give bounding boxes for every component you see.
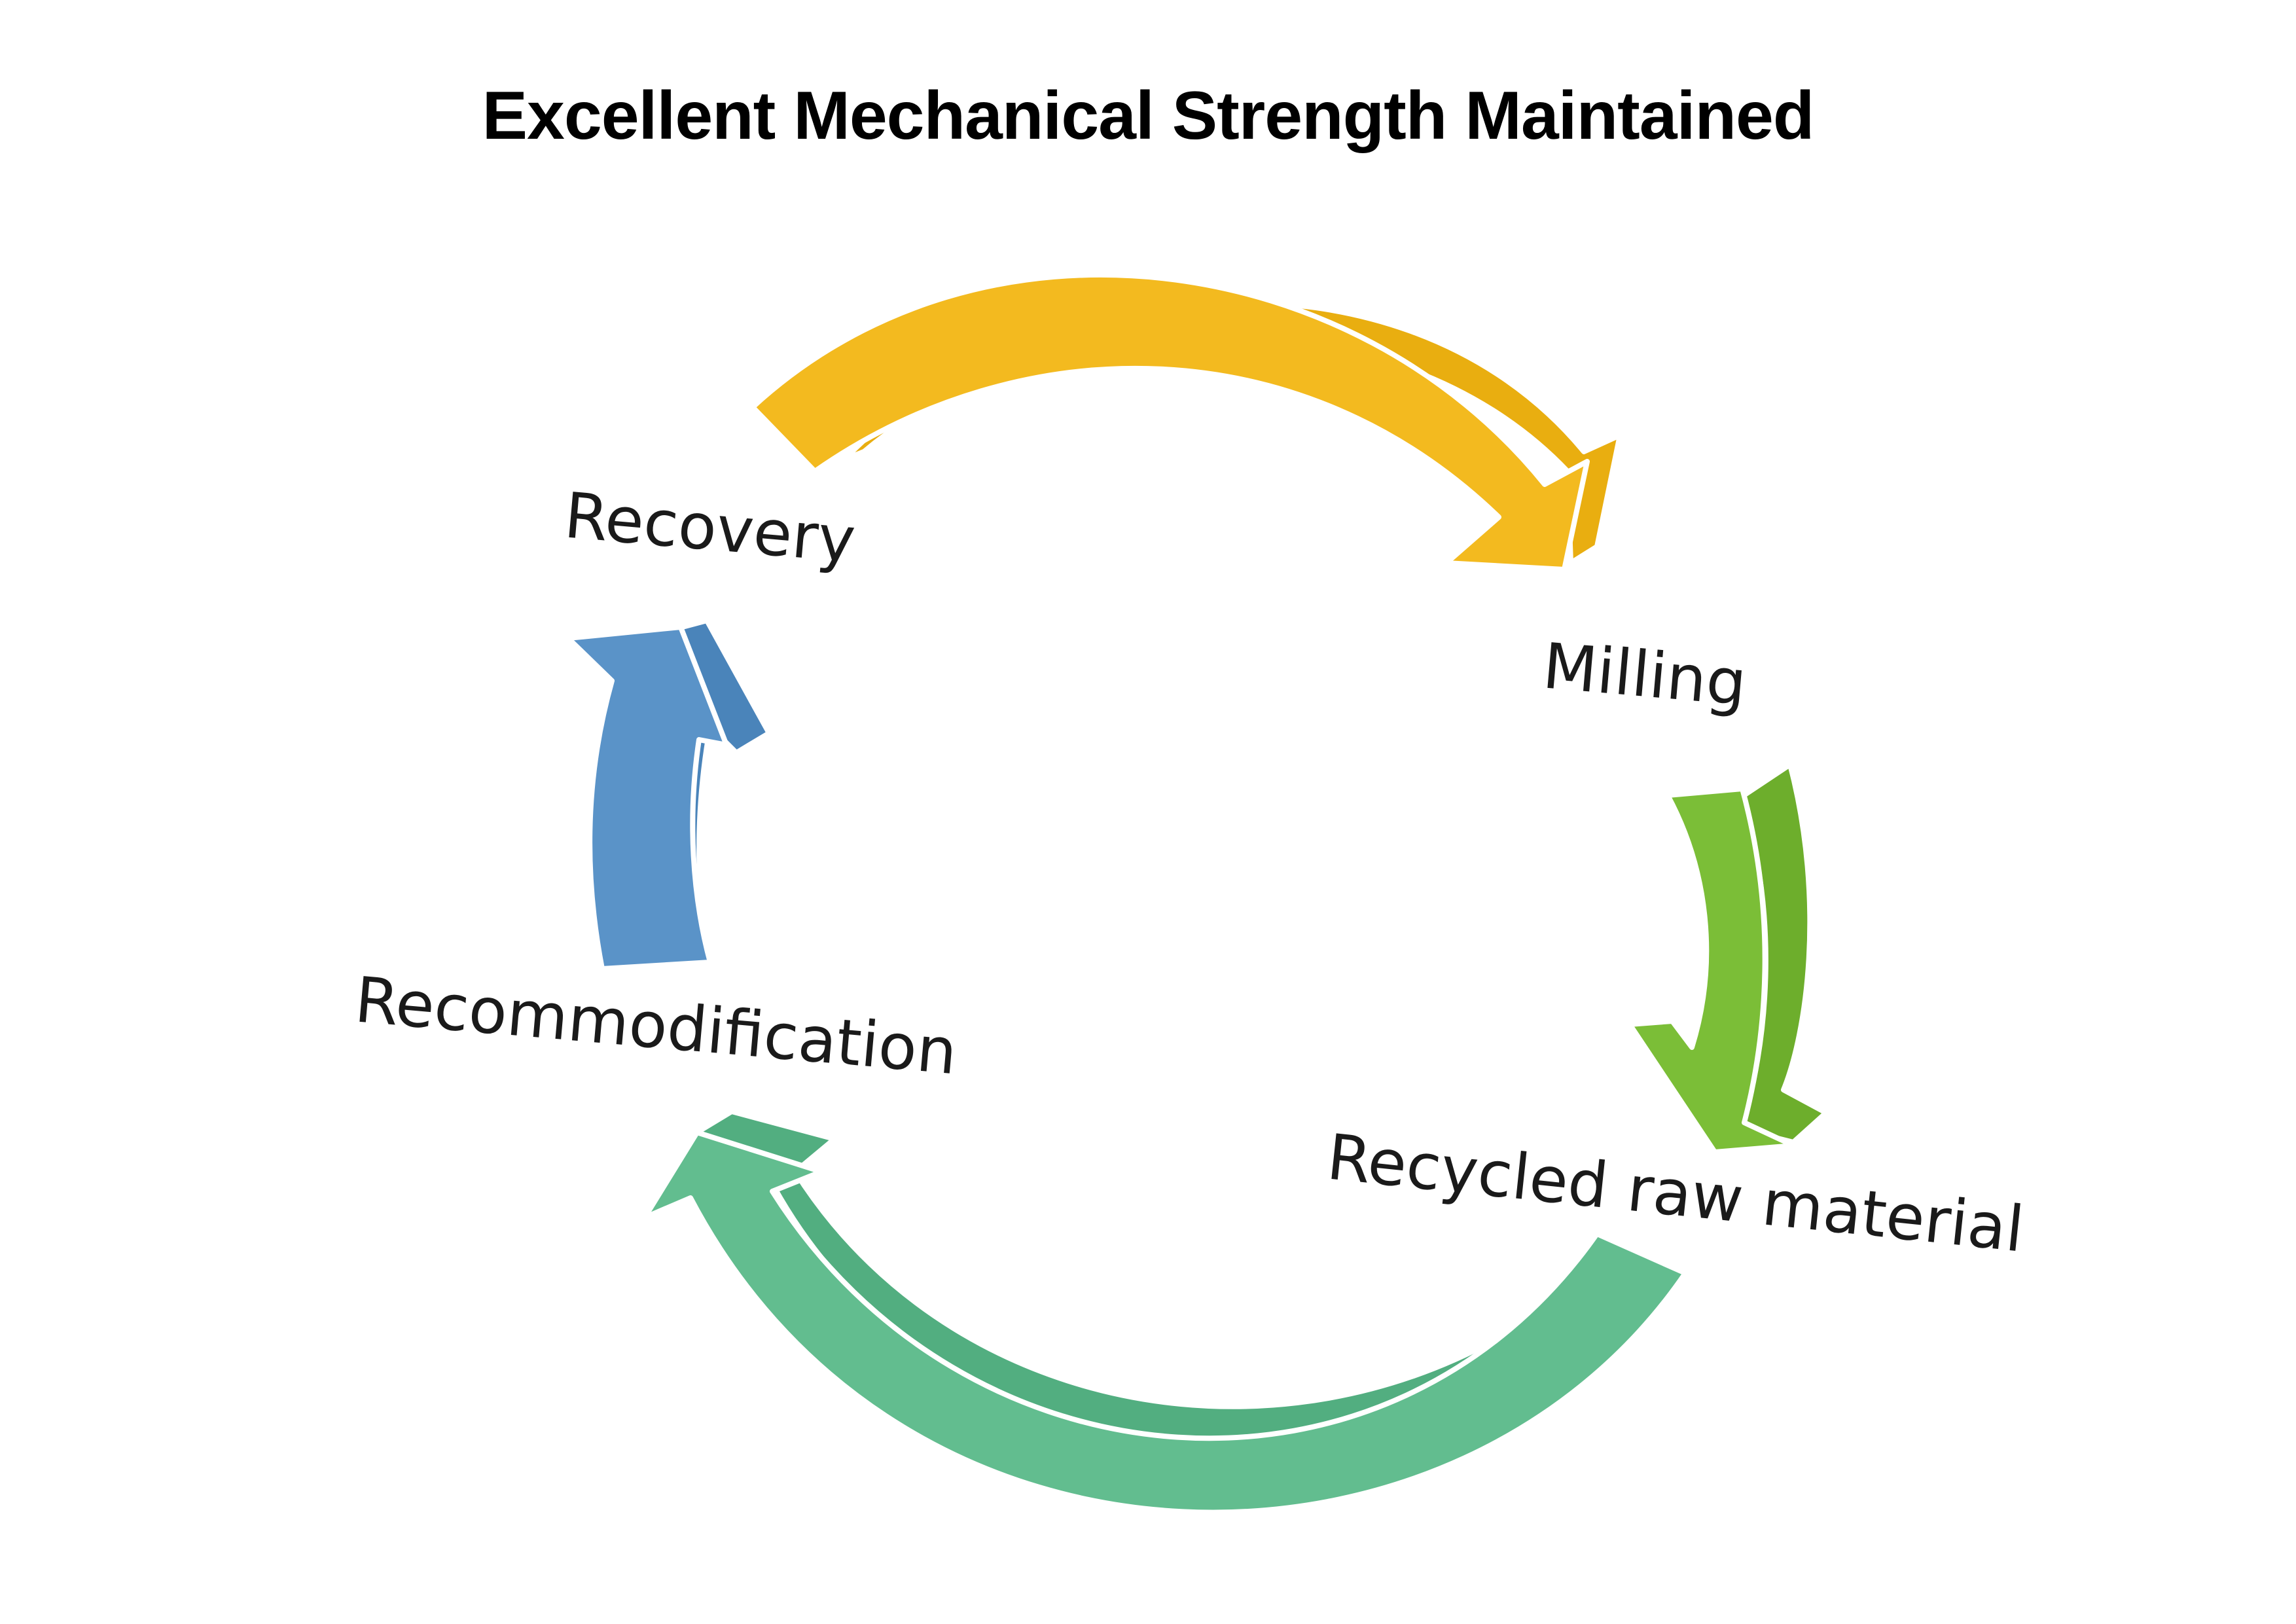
stage-label-milling: Milling	[1540, 629, 1749, 720]
arrow-milling-to-recycled	[1627, 762, 1829, 1155]
diagram-title: Excellent Mechanical Strength Maintained	[482, 78, 1815, 154]
arrow-recycled-to-recommodification	[642, 1109, 1688, 1515]
arrow-milling-to-recycled-body	[1627, 786, 1796, 1155]
arrow-recovery-to-milling	[750, 272, 1623, 572]
arrow-recycled-to-recommodification-body	[642, 1130, 1688, 1515]
stage-label-recycled: Recycled raw material	[1324, 1120, 2028, 1266]
stage-label-recovery: Recovery	[562, 478, 858, 577]
stage-label-recommodification: Recommodification	[352, 963, 960, 1089]
arrow-recovery-to-milling-body	[750, 272, 1590, 572]
arrow-recommodification-to-recovery-body	[565, 624, 729, 971]
arrow-recommodification-to-recovery	[565, 618, 772, 971]
